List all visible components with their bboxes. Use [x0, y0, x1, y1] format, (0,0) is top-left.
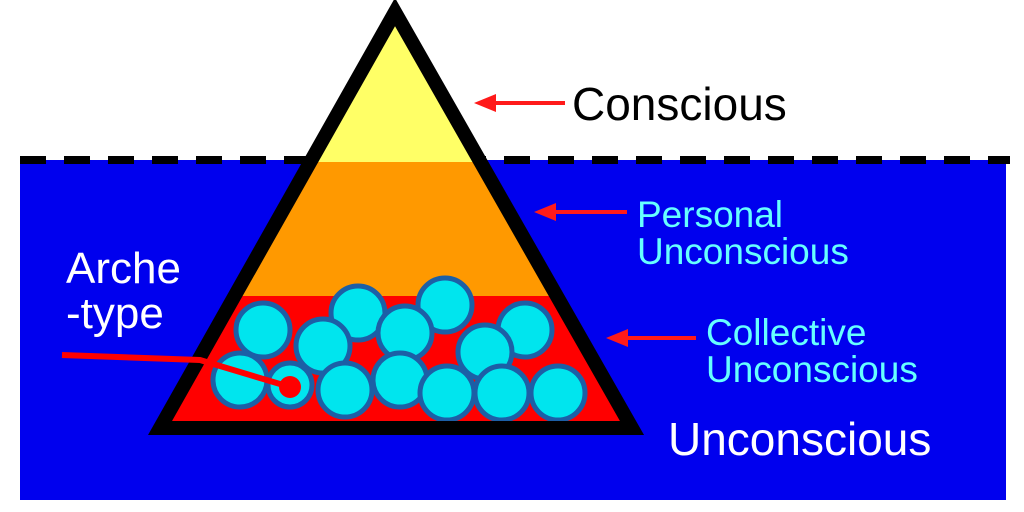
archetype-circle [417, 363, 477, 423]
archetype-pointer-dot [279, 376, 301, 398]
archetype-label-line1: Arche [66, 244, 181, 293]
archetype-pointer-line [61, 352, 291, 390]
personal-unconscious-label-line1: Personal [637, 194, 783, 235]
archetype-circle [528, 363, 588, 423]
unconscious-label: Unconscious [668, 413, 931, 465]
personal-unconscious-label-line2: Unconscious [637, 231, 849, 272]
archetype-circle [315, 360, 375, 420]
archetype-circle [415, 275, 475, 335]
archetype-circle [472, 363, 532, 423]
personal-unconscious-arrow [534, 203, 627, 221]
archetype-label-line2: -type [66, 289, 164, 338]
archetype-circles [210, 275, 588, 423]
collective-unconscious-arrow [606, 329, 696, 347]
conscious-arrow [474, 94, 565, 112]
conscious-label: Conscious [572, 78, 787, 130]
collective-unconscious-label-line2: Unconscious [706, 349, 918, 390]
collective-unconscious-label-line1: Collective [706, 312, 866, 353]
archetype-circle [233, 300, 293, 360]
psyche-triangle-outline [148, 0, 645, 435]
